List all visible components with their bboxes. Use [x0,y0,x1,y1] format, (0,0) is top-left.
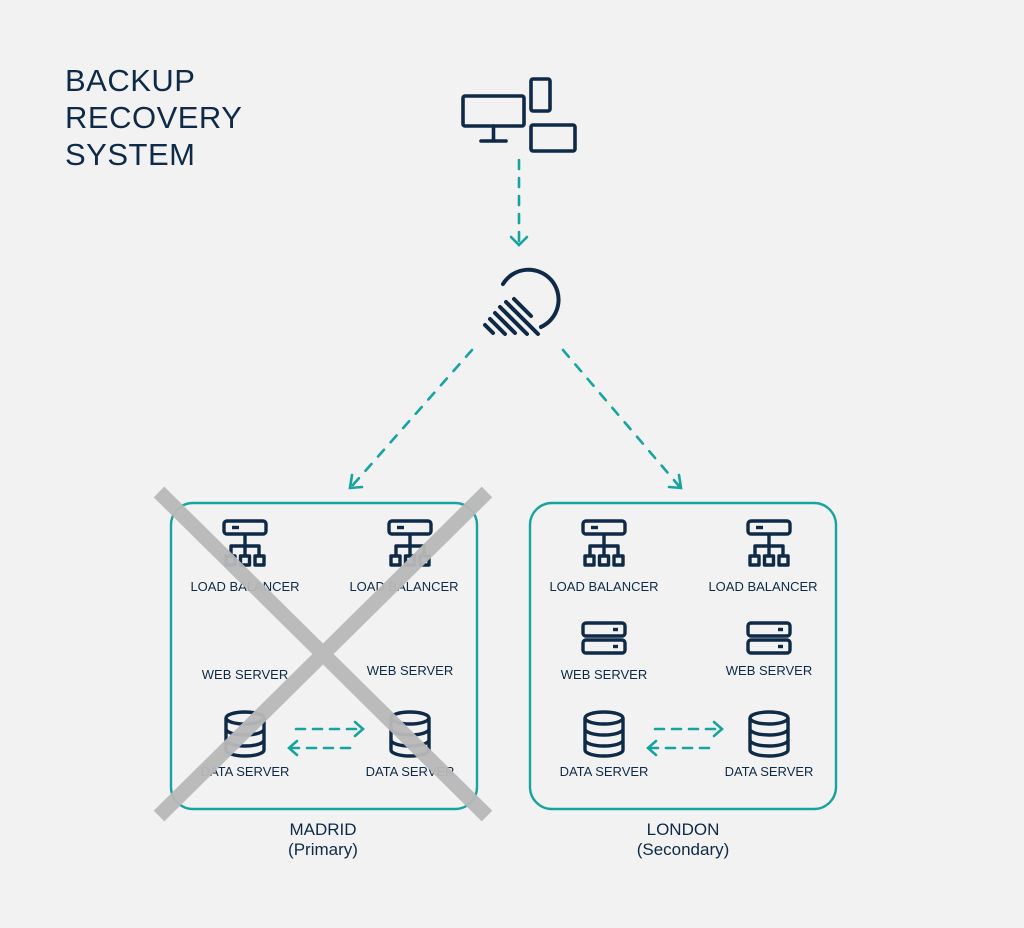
region-london-role: (Secondary) [637,840,730,859]
traffic-router-icon [483,267,561,336]
replication-arrows-london [646,720,724,757]
london-data1-label: DATA SERVER [560,764,649,779]
flow-arrow-router-to-london [561,348,683,490]
london-web2-label: WEB SERVER [726,663,812,678]
title-line-2: RECOVERY [65,100,243,135]
region-madrid-name: MADRID [289,820,356,839]
region-madrid: LOAD BALANCER LOAD BALANCER WEB SERVER W… [153,486,493,859]
madrid-web1-label: WEB SERVER [202,667,288,682]
title-line-1: BACKUP [65,63,196,98]
region-madrid-role: (Primary) [288,840,358,859]
madrid-web2-label: WEB SERVER [367,663,453,678]
failure-cross-icon [153,486,493,822]
devices-icon [461,77,577,153]
flow-arrow-router-to-madrid [348,348,474,490]
flow-arrow-clients-to-router [509,158,529,247]
region-london-name: LONDON [647,820,720,839]
title-line-3: SYSTEM [65,137,196,172]
london-data2-label: DATA SERVER [725,764,814,779]
region-london: LOAD BALANCER LOAD BALANCER WEB SERVER W… [528,501,838,859]
madrid-data1-label: DATA SERVER [201,764,290,779]
replication-arrows-madrid [287,720,365,757]
london-lb2-label: LOAD BALANCER [708,579,817,594]
madrid-lb2-label: LOAD BALANCER [349,579,458,594]
london-web1-label: WEB SERVER [561,667,647,682]
london-lb1-label: LOAD BALANCER [549,579,658,594]
diagram-title: BACKUP RECOVERY SYSTEM [65,62,242,173]
